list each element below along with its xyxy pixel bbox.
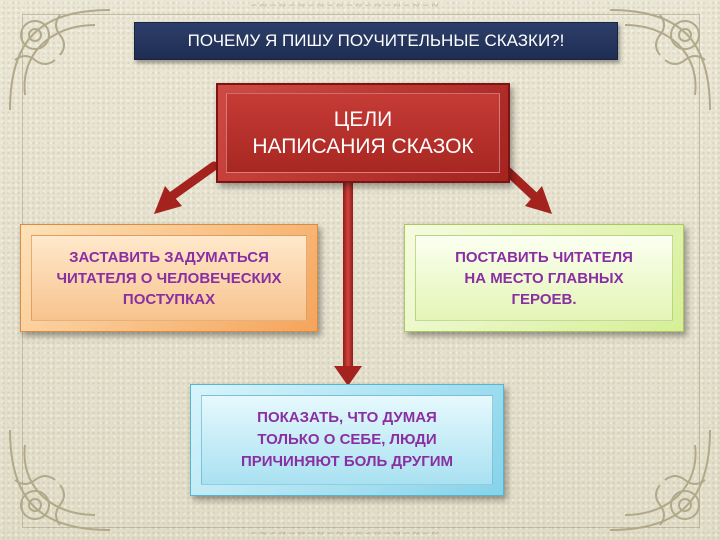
ornament-corner-icon [600,420,720,540]
goal-box-left: ЗАСТАВИТЬ ЗАДУМАТЬСЯ ЧИТАТЕЛЯ О ЧЕЛОВЕЧЕ… [20,224,318,332]
center-goal-line: НАПИСАНИЯ СКАЗОК [252,135,474,158]
arrow-down-icon [334,180,362,386]
ornament-corner-icon [0,0,120,120]
page-title: ПОЧЕМУ Я ПИШУ ПОУЧИТЕЛЬНЫЕ СКАЗКИ?! [134,22,618,60]
goal-left-line: ЗАСТАВИТЬ ЗАДУМАТЬСЯ [69,248,269,266]
center-goal-line: ЦЕЛИ [333,108,393,131]
goal-right-line: НА МЕСТО ГЛАВНЫХ [464,269,624,287]
goal-box-bottom: ПОКАЗАТЬ, ЧТО ДУМАЯ ТОЛЬКО О СЕБЕ, ЛЮДИ … [190,384,504,496]
ornament-corner-icon [600,0,720,120]
goal-right-line: ПОСТАВИТЬ ЧИТАТЕЛЯ [455,248,633,266]
goal-bottom-line: ПРИЧИНЯЮТ БОЛЬ ДРУГИМ [240,453,454,470]
ornament-edge-icon: ∽∾∽∾∽∾∽∾∽∾∽∾∽∾∽∾∽∾∽∾ [250,1,441,11]
ornament-corner-icon [0,420,120,540]
goal-left-line: ЧИТАТЕЛЯ О ЧЕЛОВЕЧЕСКИХ [56,269,282,287]
center-goal-box: ЦЕЛИ НАПИСАНИЯ СКАЗОК [216,83,510,183]
goal-right-line: ГЕРОЕВ. [511,290,577,308]
arrow-left-icon [154,161,219,214]
goal-bottom-line: ПОКАЗАТЬ, ЧТО ДУМАЯ [257,409,437,426]
ornament-edge-icon: ∽∾∽∾∽∾∽∾∽∾∽∾∽∾∽∾∽∾∽∾ [250,529,441,539]
goal-left-line: ПОСТУПКАХ [122,290,216,308]
goal-bottom-line: ТОЛЬКО О СЕБЕ, ЛЮДИ [257,431,437,448]
goal-box-right: ПОСТАВИТЬ ЧИТАТЕЛЯ НА МЕСТО ГЛАВНЫХ ГЕРО… [404,224,684,332]
